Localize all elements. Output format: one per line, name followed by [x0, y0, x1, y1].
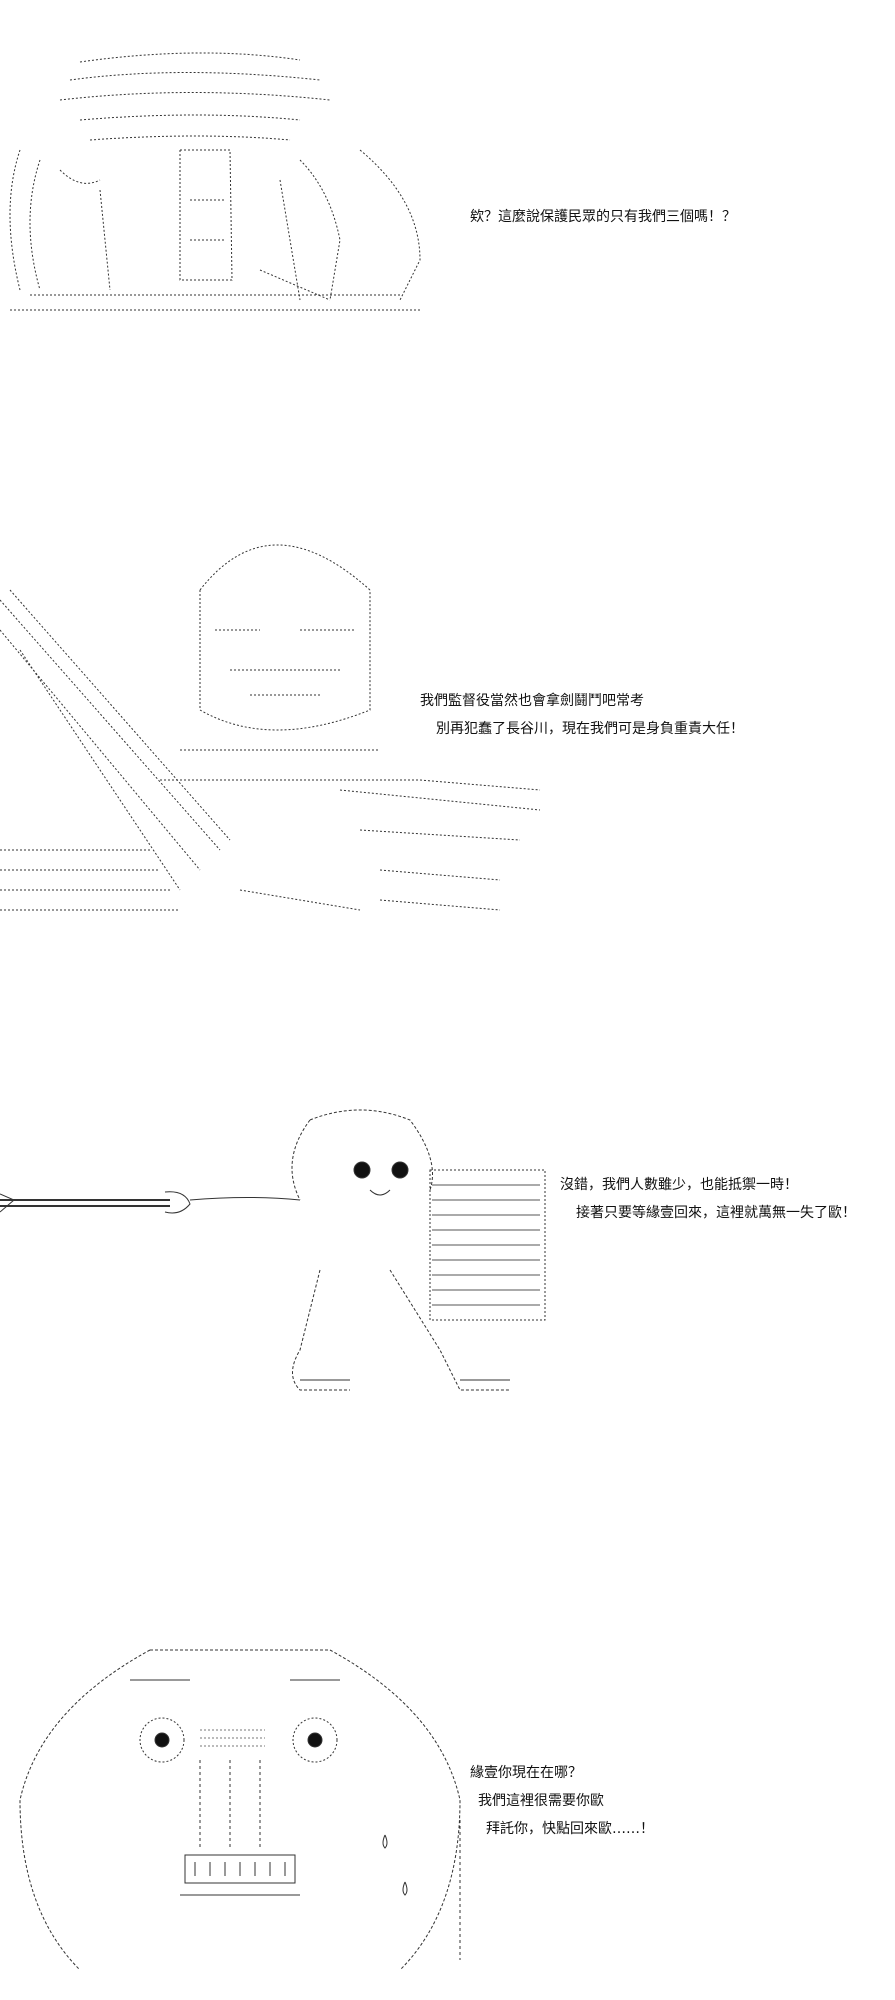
- dialogue-line: 別再犯蠢了長谷川，現在我們可是身負重責大任！: [436, 721, 744, 737]
- cheering-crowd-ascii-art: [0, 40, 460, 330]
- round-face-closeup-ascii-art: [0, 1630, 480, 1990]
- dialogue-line: 拜託你，快點回來歐……！: [486, 1821, 654, 1837]
- dialogue-line: 緣壹你現在在哪？: [470, 1765, 582, 1781]
- dialogue-line: 接著只要等緣壹回來，這裡就萬無一失了歐！: [576, 1205, 856, 1221]
- dialogue-line: 沒錯，我們人數雖少，也能抵禦一時！: [560, 1177, 798, 1193]
- panel-1: 欸？這麼說保護民眾的只有我們三個嗎！？: [0, 0, 895, 330]
- dialogue-line: 我們這裡很需要你歐: [478, 1793, 604, 1809]
- panel-3: 沒錯，我們人數雖少，也能抵禦一時！ 接著只要等緣壹回來，這裡就萬無一失了歐！: [0, 1100, 895, 1440]
- dialogue-line: 欸？這麼說保護民眾的只有我們三個嗎！？: [470, 209, 736, 225]
- dialogue-box: 緣壹你現在在哪？ 我們這裡很需要你歐 拜託你，快點回來歐……！: [470, 1762, 654, 1840]
- round-creature-with-spear-and-shield-ascii-art: [0, 1100, 560, 1440]
- dialogue-box: 我們監督役當然也會拿劍鬪鬥吧常考 別再犯蠢了長谷川，現在我們可是身負重責大任！: [420, 690, 744, 740]
- bald-man-with-sword-ascii-art: [0, 510, 560, 920]
- panel-2: 我們監督役當然也會拿劍鬪鬥吧常考 別再犯蠢了長谷川，現在我們可是身負重責大任！: [0, 500, 895, 920]
- dialogue-box: 欸？這麼說保護民眾的只有我們三個嗎！？: [470, 206, 736, 228]
- panel-4: 緣壹你現在在哪？ 我們這裡很需要你歐 拜託你，快點回來歐……！: [0, 1630, 895, 2000]
- dialogue-box: 沒錯，我們人數雖少，也能抵禦一時！ 接著只要等緣壹回來，這裡就萬無一失了歐！: [560, 1174, 856, 1224]
- dialogue-line: 我們監督役當然也會拿劍鬪鬥吧常考: [420, 693, 644, 709]
